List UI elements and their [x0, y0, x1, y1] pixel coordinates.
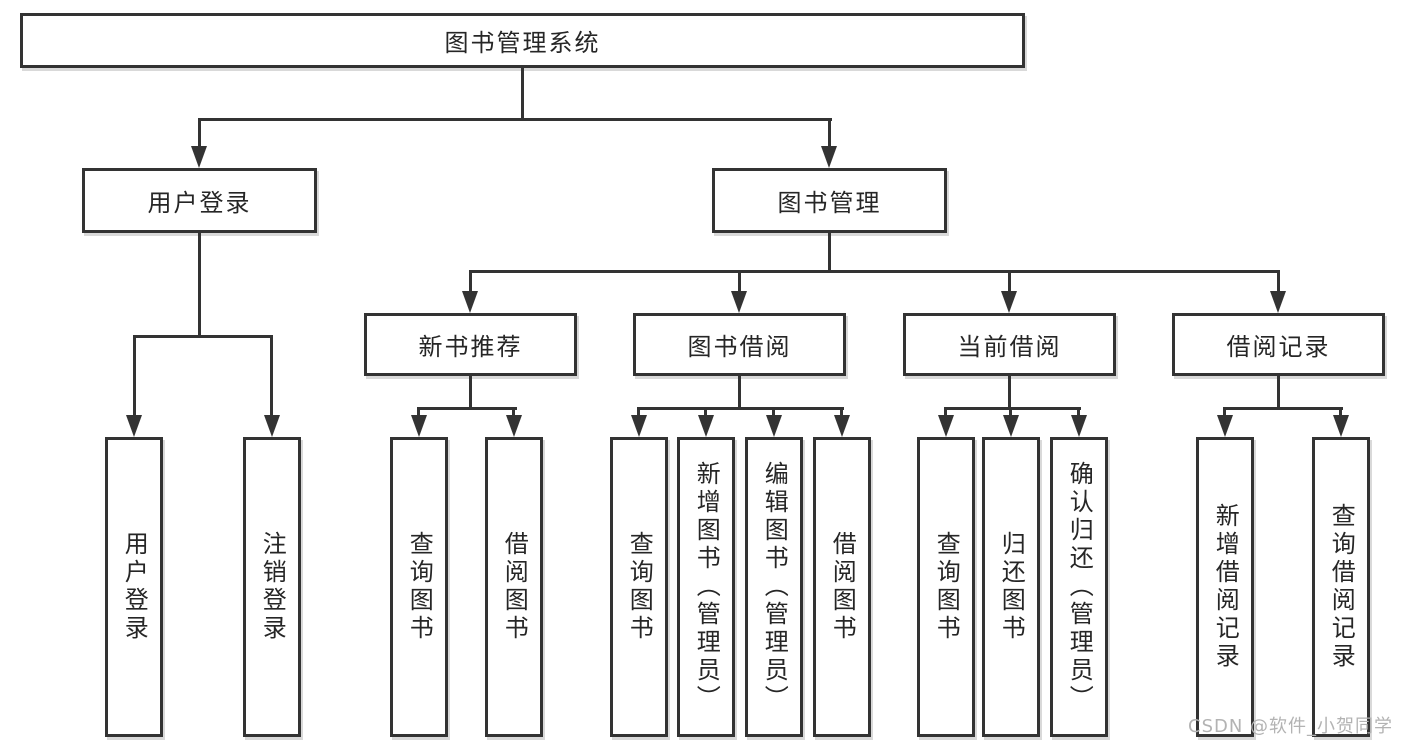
arrowhead — [1003, 415, 1019, 437]
arrowhead — [1071, 415, 1087, 437]
node-new-book-recommend: 新书推荐 — [364, 313, 577, 376]
arrowhead — [191, 146, 207, 168]
connector-line — [1277, 270, 1280, 295]
node-book-borrow: 图书借阅 — [633, 313, 846, 376]
connector-line — [840, 407, 843, 417]
connector-line — [270, 335, 273, 419]
connector-line — [198, 233, 201, 338]
arrowhead — [834, 415, 850, 437]
node-user-login: 用户登录 — [82, 168, 317, 233]
connector-line — [1008, 270, 1011, 295]
arrowhead — [1333, 415, 1349, 437]
node-borrow-records: 借阅记录 — [1172, 313, 1385, 376]
connector-line — [133, 335, 136, 419]
connector-line — [738, 270, 741, 295]
connector-line — [198, 118, 201, 150]
leaf-add-books-admin: 新增图书（管理员） — [677, 437, 735, 737]
arrowhead — [1217, 415, 1233, 437]
connector-line — [198, 118, 832, 121]
connector-line — [417, 407, 517, 410]
connector-line — [133, 335, 273, 338]
connector-line — [1077, 407, 1080, 417]
connector-line — [944, 407, 1081, 410]
connector-line — [1277, 376, 1280, 410]
connector-line — [704, 407, 707, 417]
leaf-query-books: 查询图书 — [917, 437, 975, 737]
leaf-add-borrow-record: 新增借阅记录 — [1196, 437, 1254, 737]
leaf-logout: 注销登录 — [243, 437, 301, 737]
leaf-borrow-books: 借阅图书 — [813, 437, 871, 737]
leaf-borrow-books: 借阅图书 — [485, 437, 543, 737]
leaf-edit-books-admin: 编辑图书（管理员） — [745, 437, 803, 737]
leaf-query-borrow-record: 查询借阅记录 — [1312, 437, 1370, 737]
arrowhead — [821, 146, 837, 168]
arrowhead — [462, 291, 478, 313]
connector-line — [637, 407, 844, 410]
arrowhead — [126, 415, 142, 437]
connector-line — [1339, 407, 1342, 417]
connector-line — [469, 270, 1280, 273]
connector-line — [1009, 407, 1012, 417]
leaf-user-login: 用户登录 — [105, 437, 163, 737]
connector-line — [521, 68, 524, 118]
leaf-return-books: 归还图书 — [982, 437, 1040, 737]
connector-line — [469, 270, 472, 295]
leaf-query-books: 查询图书 — [610, 437, 668, 737]
connector-line — [469, 376, 472, 410]
connector-line — [828, 233, 831, 273]
node-book-management: 图书管理 — [712, 168, 947, 233]
arrowhead — [766, 415, 782, 437]
node-current-borrow: 当前借阅 — [903, 313, 1116, 376]
connector-line — [512, 407, 515, 417]
arrowhead — [1001, 291, 1017, 313]
connector-line — [828, 118, 831, 150]
connector-line — [1223, 407, 1226, 417]
arrowhead — [631, 415, 647, 437]
arrowhead — [698, 415, 714, 437]
connector-line — [637, 407, 640, 417]
arrowhead — [938, 415, 954, 437]
arrowhead — [506, 415, 522, 437]
arrowhead — [411, 415, 427, 437]
connector-line — [1223, 407, 1343, 410]
leaf-confirm-return-admin: 确认归还（管理员） — [1050, 437, 1108, 737]
leaf-query-books: 查询图书 — [390, 437, 448, 737]
arrowhead — [1270, 291, 1286, 313]
connector-line — [738, 376, 741, 410]
arrowhead — [264, 415, 280, 437]
connector-line — [772, 407, 775, 417]
connector-line — [417, 407, 420, 417]
connector-line — [944, 407, 947, 417]
arrowhead — [731, 291, 747, 313]
csdn-watermark: CSDN @软件_小贺同学 — [1188, 716, 1394, 737]
connector-line — [1008, 376, 1011, 410]
node-root: 图书管理系统 — [20, 13, 1025, 68]
